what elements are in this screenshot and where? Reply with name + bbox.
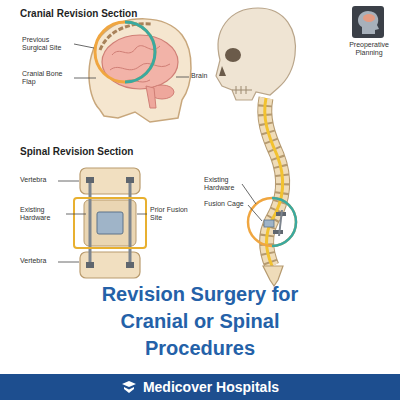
part-label: Vertebra bbox=[20, 257, 58, 265]
screw bbox=[86, 262, 94, 268]
focus-ring bbox=[95, 22, 155, 82]
eye-socket bbox=[225, 48, 241, 62]
footer-band: Medicover Hospitals bbox=[0, 374, 400, 400]
fusion-bracket bbox=[74, 198, 146, 248]
part-label: Vertebra bbox=[20, 176, 58, 184]
nasal-cavity bbox=[219, 66, 226, 76]
fusion-cage bbox=[264, 220, 274, 227]
focus-ring-accent bbox=[125, 22, 155, 82]
rod bbox=[129, 180, 132, 266]
skull bbox=[216, 8, 295, 100]
spinal-cord bbox=[265, 98, 283, 266]
part-label: Brain bbox=[191, 72, 215, 80]
section-heading: Cranial Revision Section bbox=[20, 8, 240, 20]
screw bbox=[273, 230, 283, 234]
node-text: Medicover Hospitals bbox=[143, 379, 279, 396]
part-label: Previous Surgical Site bbox=[22, 36, 72, 52]
part-label: Existing Hardware bbox=[204, 176, 242, 192]
spine bbox=[265, 98, 283, 266]
focus-ring-accent bbox=[272, 198, 296, 246]
leader-line bbox=[58, 262, 79, 263]
cranial-illustration bbox=[74, 19, 191, 122]
logo-shape bbox=[122, 381, 136, 393]
head-silhouette bbox=[358, 11, 379, 34]
skeleton-illustration bbox=[216, 8, 296, 286]
leader-line bbox=[74, 44, 94, 48]
section-heading: Spinal Revision Section bbox=[20, 146, 240, 158]
fused-vertebra bbox=[84, 200, 136, 246]
leader-line bbox=[74, 78, 96, 79]
rod bbox=[279, 210, 282, 236]
screw bbox=[86, 177, 94, 183]
icon-label: Preoperative Planning bbox=[343, 41, 395, 57]
leader-line bbox=[66, 214, 86, 215]
spinal-illustration bbox=[58, 168, 147, 278]
screw bbox=[126, 262, 134, 268]
vertebrae bbox=[265, 98, 283, 266]
diagram-title: Revision Surgery for Cranial or Spinal P… bbox=[85, 281, 315, 362]
planning-icon bbox=[352, 6, 384, 38]
fusion-cage bbox=[97, 212, 123, 234]
brainstem bbox=[146, 86, 156, 108]
screw bbox=[126, 177, 134, 183]
brain-scan bbox=[363, 14, 375, 22]
rod bbox=[89, 180, 92, 266]
leader-line bbox=[242, 184, 256, 204]
leader-line bbox=[137, 214, 147, 215]
leader-line bbox=[176, 77, 189, 78]
leader-line bbox=[248, 205, 262, 221]
icon-frame bbox=[352, 6, 384, 38]
part-label: Cranial Bone Flap bbox=[22, 70, 72, 86]
part-label: Existing Hardware bbox=[20, 206, 66, 222]
teeth bbox=[232, 86, 252, 94]
skull-outline bbox=[89, 19, 191, 122]
part-label: Prior Fusion Site bbox=[150, 206, 196, 222]
part-label: Fusion Cage bbox=[204, 200, 248, 208]
logo-mark bbox=[121, 380, 137, 394]
leader-line bbox=[58, 181, 79, 182]
focus-ring bbox=[248, 198, 296, 246]
